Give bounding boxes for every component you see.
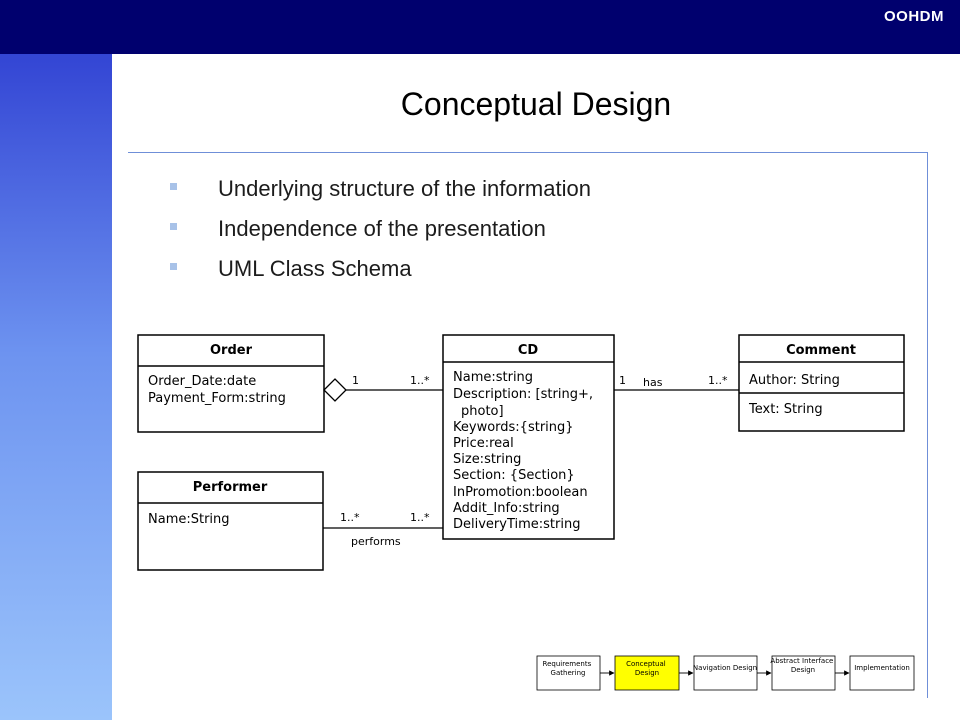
class-comment-box	[738, 334, 905, 432]
multiplicity-label: 1	[352, 374, 359, 387]
class-attribute: Name:String	[148, 512, 230, 527]
class-attribute: Addit_Info:string	[453, 501, 560, 516]
class-order-name: Order	[210, 343, 253, 358]
association-name-label: has	[643, 376, 663, 389]
bullet-text: UML Class Schema	[218, 256, 412, 281]
process-step-label: Navigation Design	[693, 664, 757, 672]
brand-label: OOHDM	[884, 8, 944, 25]
class-attribute: Keywords:{string}	[453, 420, 574, 435]
process-step-label: Implementation	[854, 664, 910, 672]
process-step-requirements	[536, 655, 601, 691]
class-attribute: Name:string	[453, 370, 533, 385]
association-performer-cd: 1..* 1..* performs	[323, 511, 443, 548]
class-performer-name: Performer	[193, 480, 268, 495]
class-comment: Comment Author: String Text: String	[738, 334, 905, 432]
class-comment-name: Comment	[786, 343, 856, 358]
process-step-label: Abstract Interface Design	[770, 657, 835, 674]
class-cd-box	[442, 334, 615, 540]
class-attribute: Description: [string+,	[453, 387, 593, 402]
multiplicity-label: 1	[619, 374, 626, 387]
top-bar: OOHDM	[0, 0, 960, 54]
process-flow: Requirements Gathering Conceptual Design…	[536, 655, 915, 691]
class-attribute: Size:string	[453, 452, 521, 467]
class-attribute: Author: String	[749, 373, 840, 388]
process-step-navigation	[693, 655, 758, 691]
class-performer: Performer Name:String	[137, 471, 324, 571]
class-cd-name: CD	[518, 343, 539, 358]
class-order-box	[137, 334, 325, 433]
class-attribute: Text: String	[748, 402, 823, 417]
class-attribute: Price:real	[453, 436, 514, 451]
class-attribute: Payment_Form:string	[148, 391, 286, 406]
bullet-square-icon	[170, 263, 177, 270]
class-attribute: DeliveryTime:string	[453, 517, 580, 532]
class-order: Order Order_Date:date Payment_Form:strin…	[137, 334, 325, 433]
class-attribute: Order_Date:date	[148, 374, 256, 389]
bullet-square-icon	[170, 223, 177, 230]
process-step-label: Requirements Gathering	[543, 660, 594, 677]
class-performer-box	[137, 471, 324, 571]
slide-title: Conceptual Design	[400, 86, 672, 122]
content-frame-right	[927, 152, 928, 698]
process-step-implementation	[849, 655, 915, 691]
multiplicity-label: 1..*	[708, 374, 728, 387]
process-step-label-line: Design	[791, 666, 815, 674]
association-order-cd: 1 1..*	[323, 374, 443, 402]
class-cd: CD Name:string Description: [string+, ph…	[442, 334, 615, 540]
multiplicity-label: 1..*	[410, 374, 430, 387]
class-attribute: Section: {Section}	[453, 468, 575, 483]
process-step-conceptual	[614, 655, 680, 691]
class-attribute: InPromotion:boolean	[453, 485, 588, 500]
multiplicity-label: 1..*	[340, 511, 360, 524]
process-step-label-line: Design	[635, 669, 659, 677]
class-attribute: photo]	[461, 404, 504, 419]
association-cd-comment: 1 has 1..*	[614, 374, 739, 391]
bullet-square-icon	[170, 183, 177, 190]
process-step-label: Conceptual Design	[626, 660, 668, 677]
aggregation-diamond-icon	[323, 378, 347, 402]
bullet-text: Underlying structure of the information	[218, 176, 591, 201]
association-name-label: performs	[351, 535, 401, 548]
content-frame-top	[128, 152, 928, 153]
left-gradient-bar	[0, 54, 112, 720]
bullet-text: Independence of the presentation	[218, 216, 546, 241]
process-step-label-line: Gathering	[551, 669, 586, 677]
multiplicity-label: 1..*	[410, 511, 430, 524]
